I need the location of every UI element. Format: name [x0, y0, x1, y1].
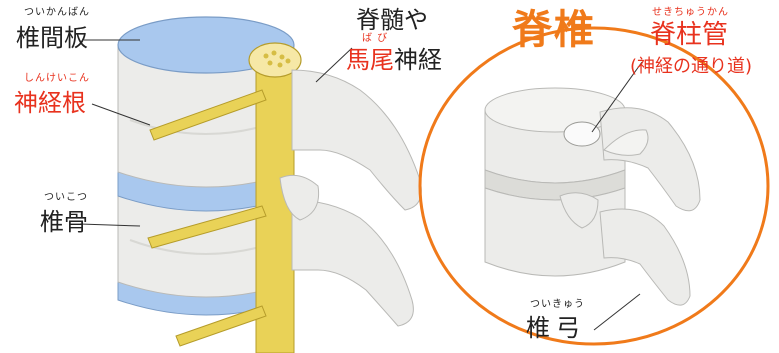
spinal-canal-label: 脊柱管 [650, 22, 728, 48]
arch-ruby: ついきゅう [530, 300, 585, 310]
cauda-equina-ruby: ば び [362, 34, 388, 44]
spinal-canal-ruby: せきちゅうかん [652, 8, 729, 18]
cauda-equina-label: 馬尾 [346, 46, 394, 74]
nerve-label: 神経 [394, 46, 442, 74]
spinal-canal-sub: (神経の通り道) [630, 58, 752, 76]
spine-title: 脊椎 [512, 10, 596, 50]
spinal-cord-line1: 脊髄や [356, 8, 428, 32]
spinous-process-lower [292, 200, 413, 326]
vertebra-ruby: ついこつ [44, 193, 88, 203]
nerve-root-label: 神経根 [14, 91, 86, 115]
nerve-root-ruby: しんけいこん [24, 74, 90, 84]
disc-label: 椎間板 [16, 26, 88, 50]
vertebral-arch-lower [600, 209, 690, 305]
spinal-cord-line2: 馬尾神経 [346, 48, 442, 72]
vertebra-label: 椎骨 [40, 210, 88, 234]
spinal-canal-opening [564, 122, 600, 146]
disc-ruby: ついかんばん [24, 8, 90, 18]
arch-label: 椎弓 [526, 316, 586, 340]
